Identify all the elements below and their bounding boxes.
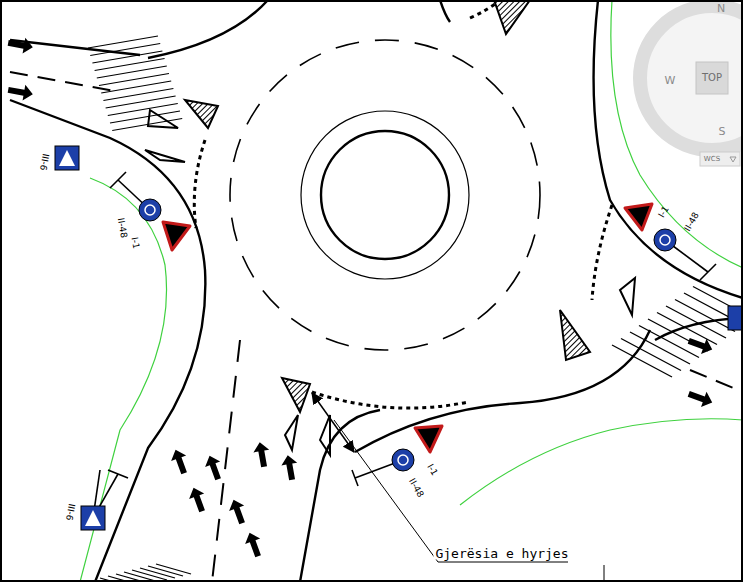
lane-arrow xyxy=(242,530,266,559)
view-compass xyxy=(640,6,743,166)
lane-arrow xyxy=(252,441,272,468)
lane-arrow xyxy=(7,35,34,55)
lane-arrow xyxy=(7,82,34,102)
zebra-stripe xyxy=(156,564,191,574)
compass-letter: W xyxy=(665,75,676,86)
roundabout-sign xyxy=(139,199,676,471)
lane-arrow xyxy=(168,447,192,476)
lane-arrow xyxy=(202,453,226,482)
give-way-line xyxy=(194,0,612,408)
sign-code: II-48 xyxy=(683,211,701,233)
zebra-stripe xyxy=(140,568,175,578)
sign-code: I-1 xyxy=(425,463,439,478)
lane-marking xyxy=(10,72,743,582)
curb-line xyxy=(10,0,743,582)
central-island xyxy=(230,40,540,350)
compass-letter: S xyxy=(719,126,726,137)
zebra-stripe xyxy=(148,566,183,576)
sign-code: III-6 xyxy=(64,503,76,521)
sign-code: II-48 xyxy=(407,477,425,499)
compass-label: TOP xyxy=(702,73,722,83)
lane-arrow xyxy=(686,386,715,410)
lane-arrow xyxy=(7,35,715,559)
zebra-stripe xyxy=(112,119,182,131)
lane-arrow xyxy=(226,497,250,526)
crossing-sign xyxy=(55,146,743,530)
lane-arrow xyxy=(280,454,300,481)
island-offset-line xyxy=(80,0,743,582)
compass-letter: N xyxy=(717,3,725,14)
dimension-note: Gjerësia e hyrjes xyxy=(433,547,570,560)
sign-code: I-1 xyxy=(130,236,141,249)
zebra-crossing xyxy=(88,36,743,582)
sign-code: III-6 xyxy=(38,153,50,171)
sign-post xyxy=(93,172,716,518)
sign-code: II-48 xyxy=(116,217,128,238)
compass-label: WCS xyxy=(704,156,720,163)
lane-arrow xyxy=(186,485,210,514)
sign-code: I-1 xyxy=(657,205,671,220)
splitter-island xyxy=(145,0,635,455)
give-way-sign xyxy=(163,204,652,452)
zebra-stripe xyxy=(132,570,167,580)
dimension-line xyxy=(312,393,604,582)
